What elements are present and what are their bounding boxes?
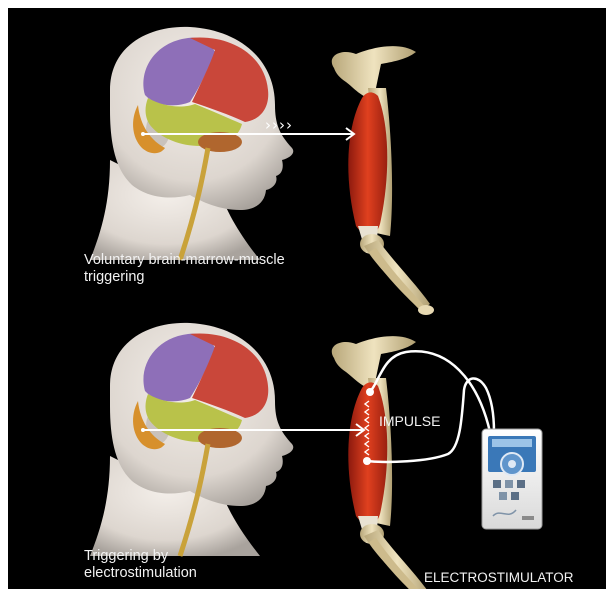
arm-muscle-icon <box>332 46 434 315</box>
label-electro-line-1: Triggering by <box>84 548 197 565</box>
head-brain-icon-2 <box>90 323 293 556</box>
signal-arrows: ›››› <box>265 116 293 134</box>
diagram-canvas: ›››› Vo <box>8 8 606 589</box>
head-brain-icon <box>90 27 293 260</box>
label-voluntary-line-1: Voluntary brain-marrow-muscle <box>84 252 285 269</box>
label-voluntary-triggering: Voluntary brain-marrow-muscle triggering <box>84 252 285 286</box>
label-electrostimulator: ELECTROSTIMULATOR <box>424 569 574 586</box>
label-electro-line-2: electrostimulation <box>84 565 197 582</box>
electrostimulator-device-icon <box>482 429 542 529</box>
electrode-top <box>366 388 374 396</box>
label-electrostimulation-triggering: Triggering by electrostimulation <box>84 548 197 582</box>
electrode-bottom <box>363 457 371 465</box>
label-voluntary-line-2: triggering <box>84 269 285 286</box>
diagram-svg: ›››› <box>8 8 606 589</box>
label-impulse: IMPULSE <box>379 413 440 430</box>
